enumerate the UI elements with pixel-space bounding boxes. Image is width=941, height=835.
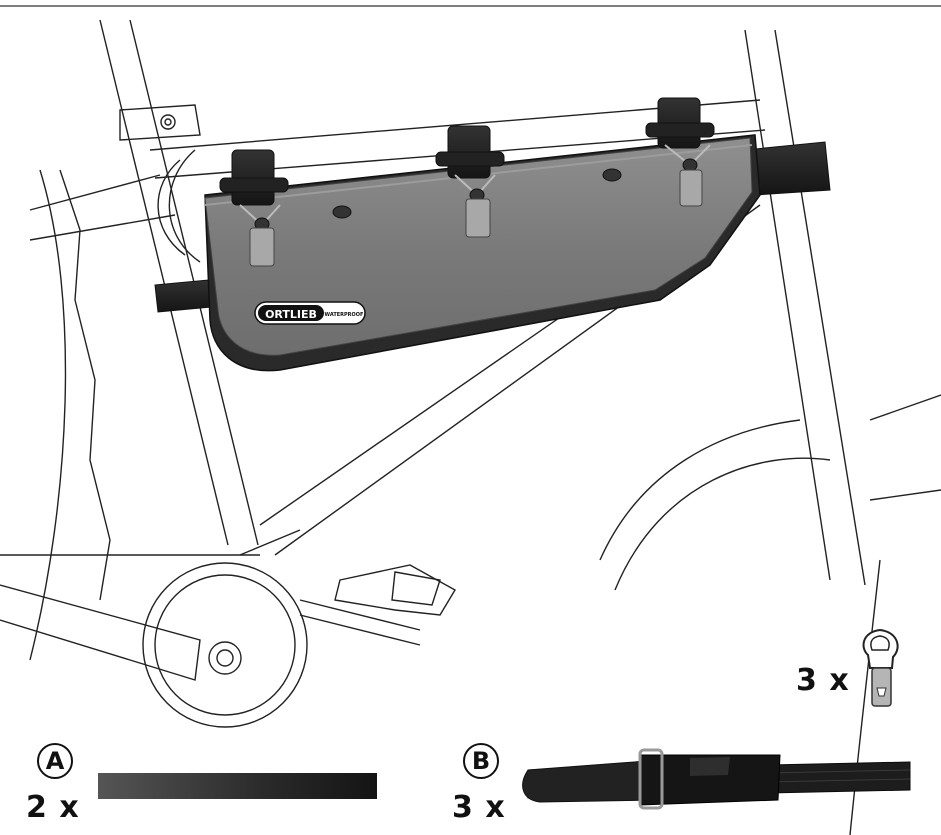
part-b-strap [522,748,911,810]
part-a-strip [98,773,377,799]
bag-rivet [602,168,622,182]
ortlieb-logo: ORTLIEB WATERPROOF [254,301,366,325]
clip-quantity: 3 x [796,663,850,698]
svg-text:WATERPROOF: WATERPROOF [325,312,364,318]
velcro-strap-3 [645,97,715,207]
clip-icon [862,628,899,707]
part-a-label: A [37,743,73,779]
frame-bag: ORTLIEB WATERPROOF [154,97,831,372]
bag-rivet [332,205,352,219]
part-b-quantity: 3 x [452,790,506,825]
velcro-strap-1 [219,149,289,267]
part-b-label: B [463,743,499,779]
svg-text:ORTLIEB: ORTLIEB [265,308,317,321]
bag-body-fabric [204,137,753,356]
part-a-quantity: 2 x [26,790,80,825]
velcro-strap-2 [435,125,505,238]
